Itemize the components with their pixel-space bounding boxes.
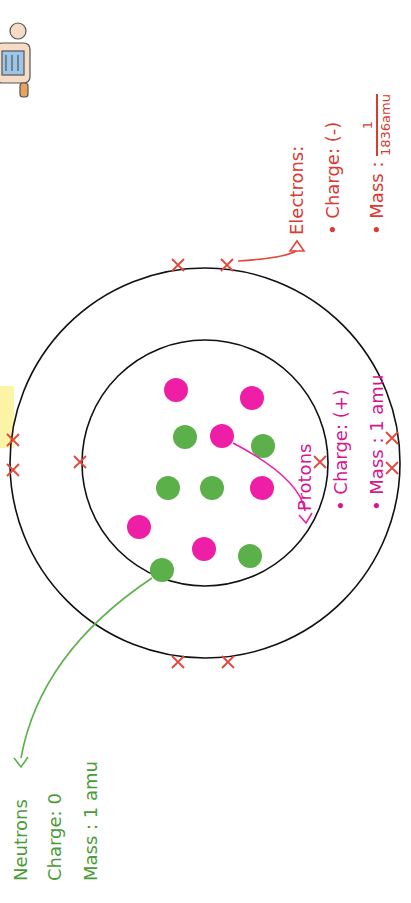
fraction-denominator: 1836amu <box>379 94 393 156</box>
electron-charge: • Charge: (-) <box>322 122 344 235</box>
cartoon-figure <box>0 23 30 97</box>
neutrons <box>150 425 275 582</box>
proton-mass: • Mass : 1 amu <box>366 375 388 511</box>
neutron-heading: Neutrons <box>10 799 32 881</box>
electron-mass: • Mass : <box>366 162 388 235</box>
electron-heading: Electrons: <box>286 146 308 235</box>
inner-shell <box>82 340 328 586</box>
fraction-numerator: 1 <box>361 121 375 129</box>
leader-lines <box>14 241 312 767</box>
proton-heading: Protons <box>294 444 316 511</box>
mass-fraction: 1 1836amu <box>361 94 393 156</box>
neutron-charge: Charge: 0 <box>44 793 66 881</box>
neutron-mass: Mass : 1 amu <box>80 761 102 881</box>
outer-shell <box>10 268 400 658</box>
electrons <box>7 259 398 668</box>
fraction-bar <box>376 94 378 156</box>
protons <box>127 378 274 561</box>
proton-charge: • Charge: (+) <box>330 389 352 511</box>
